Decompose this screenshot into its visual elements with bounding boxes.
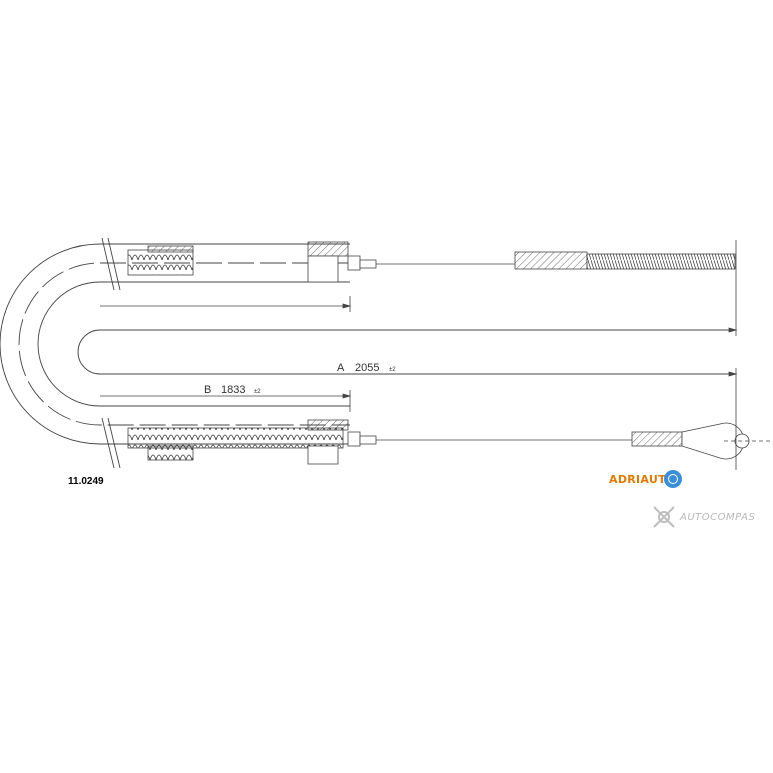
dimension-a-value: 2055 — [355, 362, 379, 374]
dimension-b-tolerance: ±2 — [254, 389, 261, 395]
dimension-a-tolerance: ±2 — [389, 367, 396, 373]
compass-gear-icon — [653, 506, 675, 528]
part-number: 11.0249 — [68, 476, 104, 487]
sheath-u-loop — [0, 237, 736, 469]
dimension-lines — [100, 296, 738, 412]
dimension-b-value: 1833 — [221, 384, 245, 396]
brand-badge-icon — [663, 470, 682, 488]
brand-logo: ADRIAUT — [609, 470, 682, 488]
brand-name: ADRIAUT — [609, 472, 666, 486]
bottom-end-fitting — [127, 368, 770, 470]
dimension-b-label: B — [204, 384, 211, 396]
top-end-fitting — [127, 240, 737, 336]
dimension-a-label: A — [337, 362, 345, 374]
watermark: AUTOCOMPAS — [650, 503, 755, 531]
watermark-text: AUTOCOMPAS — [680, 511, 756, 523]
